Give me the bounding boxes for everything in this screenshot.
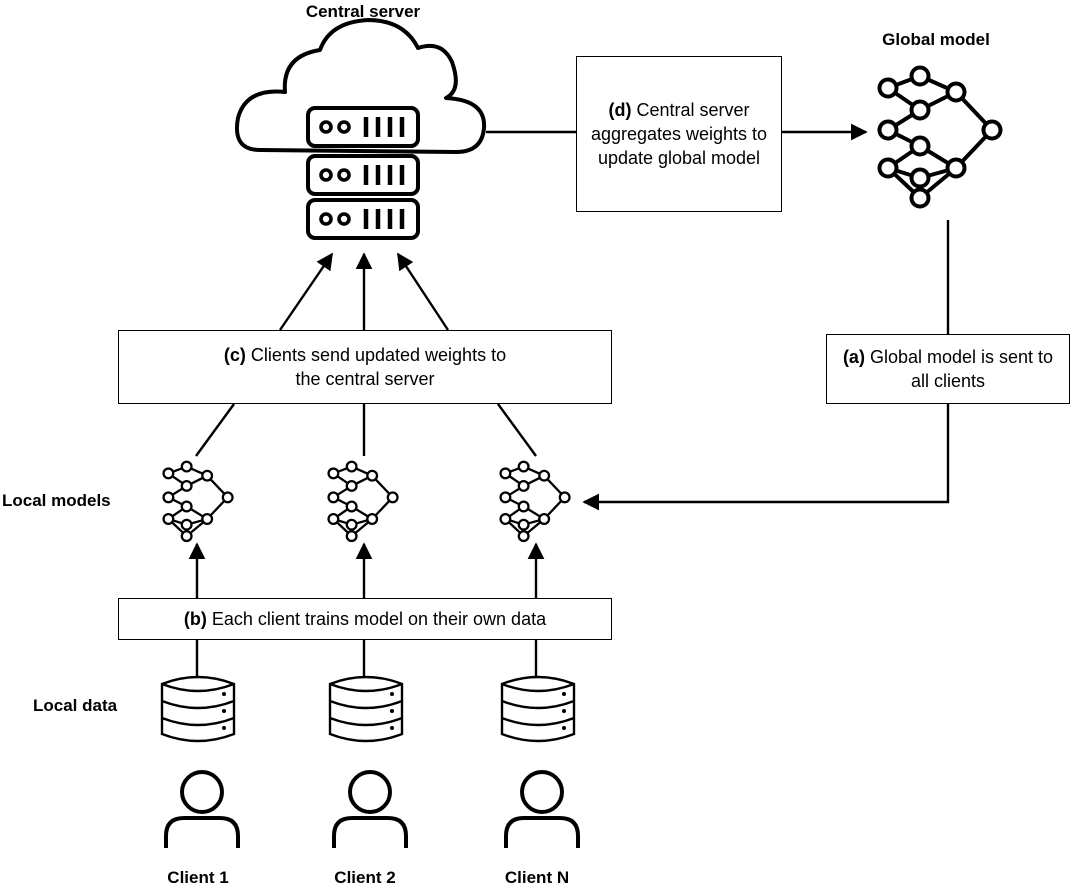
person-icon bbox=[504, 770, 580, 850]
step-a-tag: (a) bbox=[842, 347, 865, 367]
client-2-label: Client 2 bbox=[334, 868, 396, 887]
step-c-text: Clients send updated weights to the cent… bbox=[250, 345, 507, 389]
database-icon bbox=[500, 675, 576, 743]
step-d-tag: (d) bbox=[608, 100, 632, 120]
database-icon bbox=[328, 675, 404, 743]
central-server-label: Central server bbox=[305, 2, 421, 21]
step-c-box: (c) Clients send updated weights to the … bbox=[118, 330, 612, 404]
global-model-icon bbox=[877, 65, 1003, 209]
database-icon bbox=[160, 675, 236, 743]
client-1-label: Client 1 bbox=[167, 868, 229, 887]
local-data-label: Local data bbox=[33, 696, 118, 715]
step-a-box: (a) Global model is sent to all clients bbox=[826, 334, 1070, 404]
step-b-text: Each client trains model on their own da… bbox=[211, 609, 547, 629]
step-a-text: Global model is sent to all clients bbox=[869, 347, 1054, 391]
person-icon bbox=[164, 770, 240, 850]
client-n-label: Client N bbox=[504, 868, 570, 887]
local-models-label: Local models bbox=[2, 491, 111, 510]
server-icon bbox=[306, 106, 420, 240]
person-icon bbox=[332, 770, 408, 850]
step-b-tag: (b) bbox=[183, 609, 207, 629]
step-c-tag: (c) bbox=[223, 345, 246, 365]
connectors bbox=[188, 123, 950, 676]
local-model-icon bbox=[162, 460, 234, 543]
step-d-text: Central server aggregates weights to upd… bbox=[590, 100, 768, 168]
local-model-icon bbox=[327, 460, 399, 543]
local-model-icon bbox=[499, 460, 571, 543]
global-model-label: Global model bbox=[882, 30, 990, 49]
step-b-box: (b) Each client trains model on their ow… bbox=[118, 598, 612, 640]
cloud-icon bbox=[235, 18, 487, 154]
step-d-box: (d) Central server aggregates weights to… bbox=[576, 56, 782, 212]
